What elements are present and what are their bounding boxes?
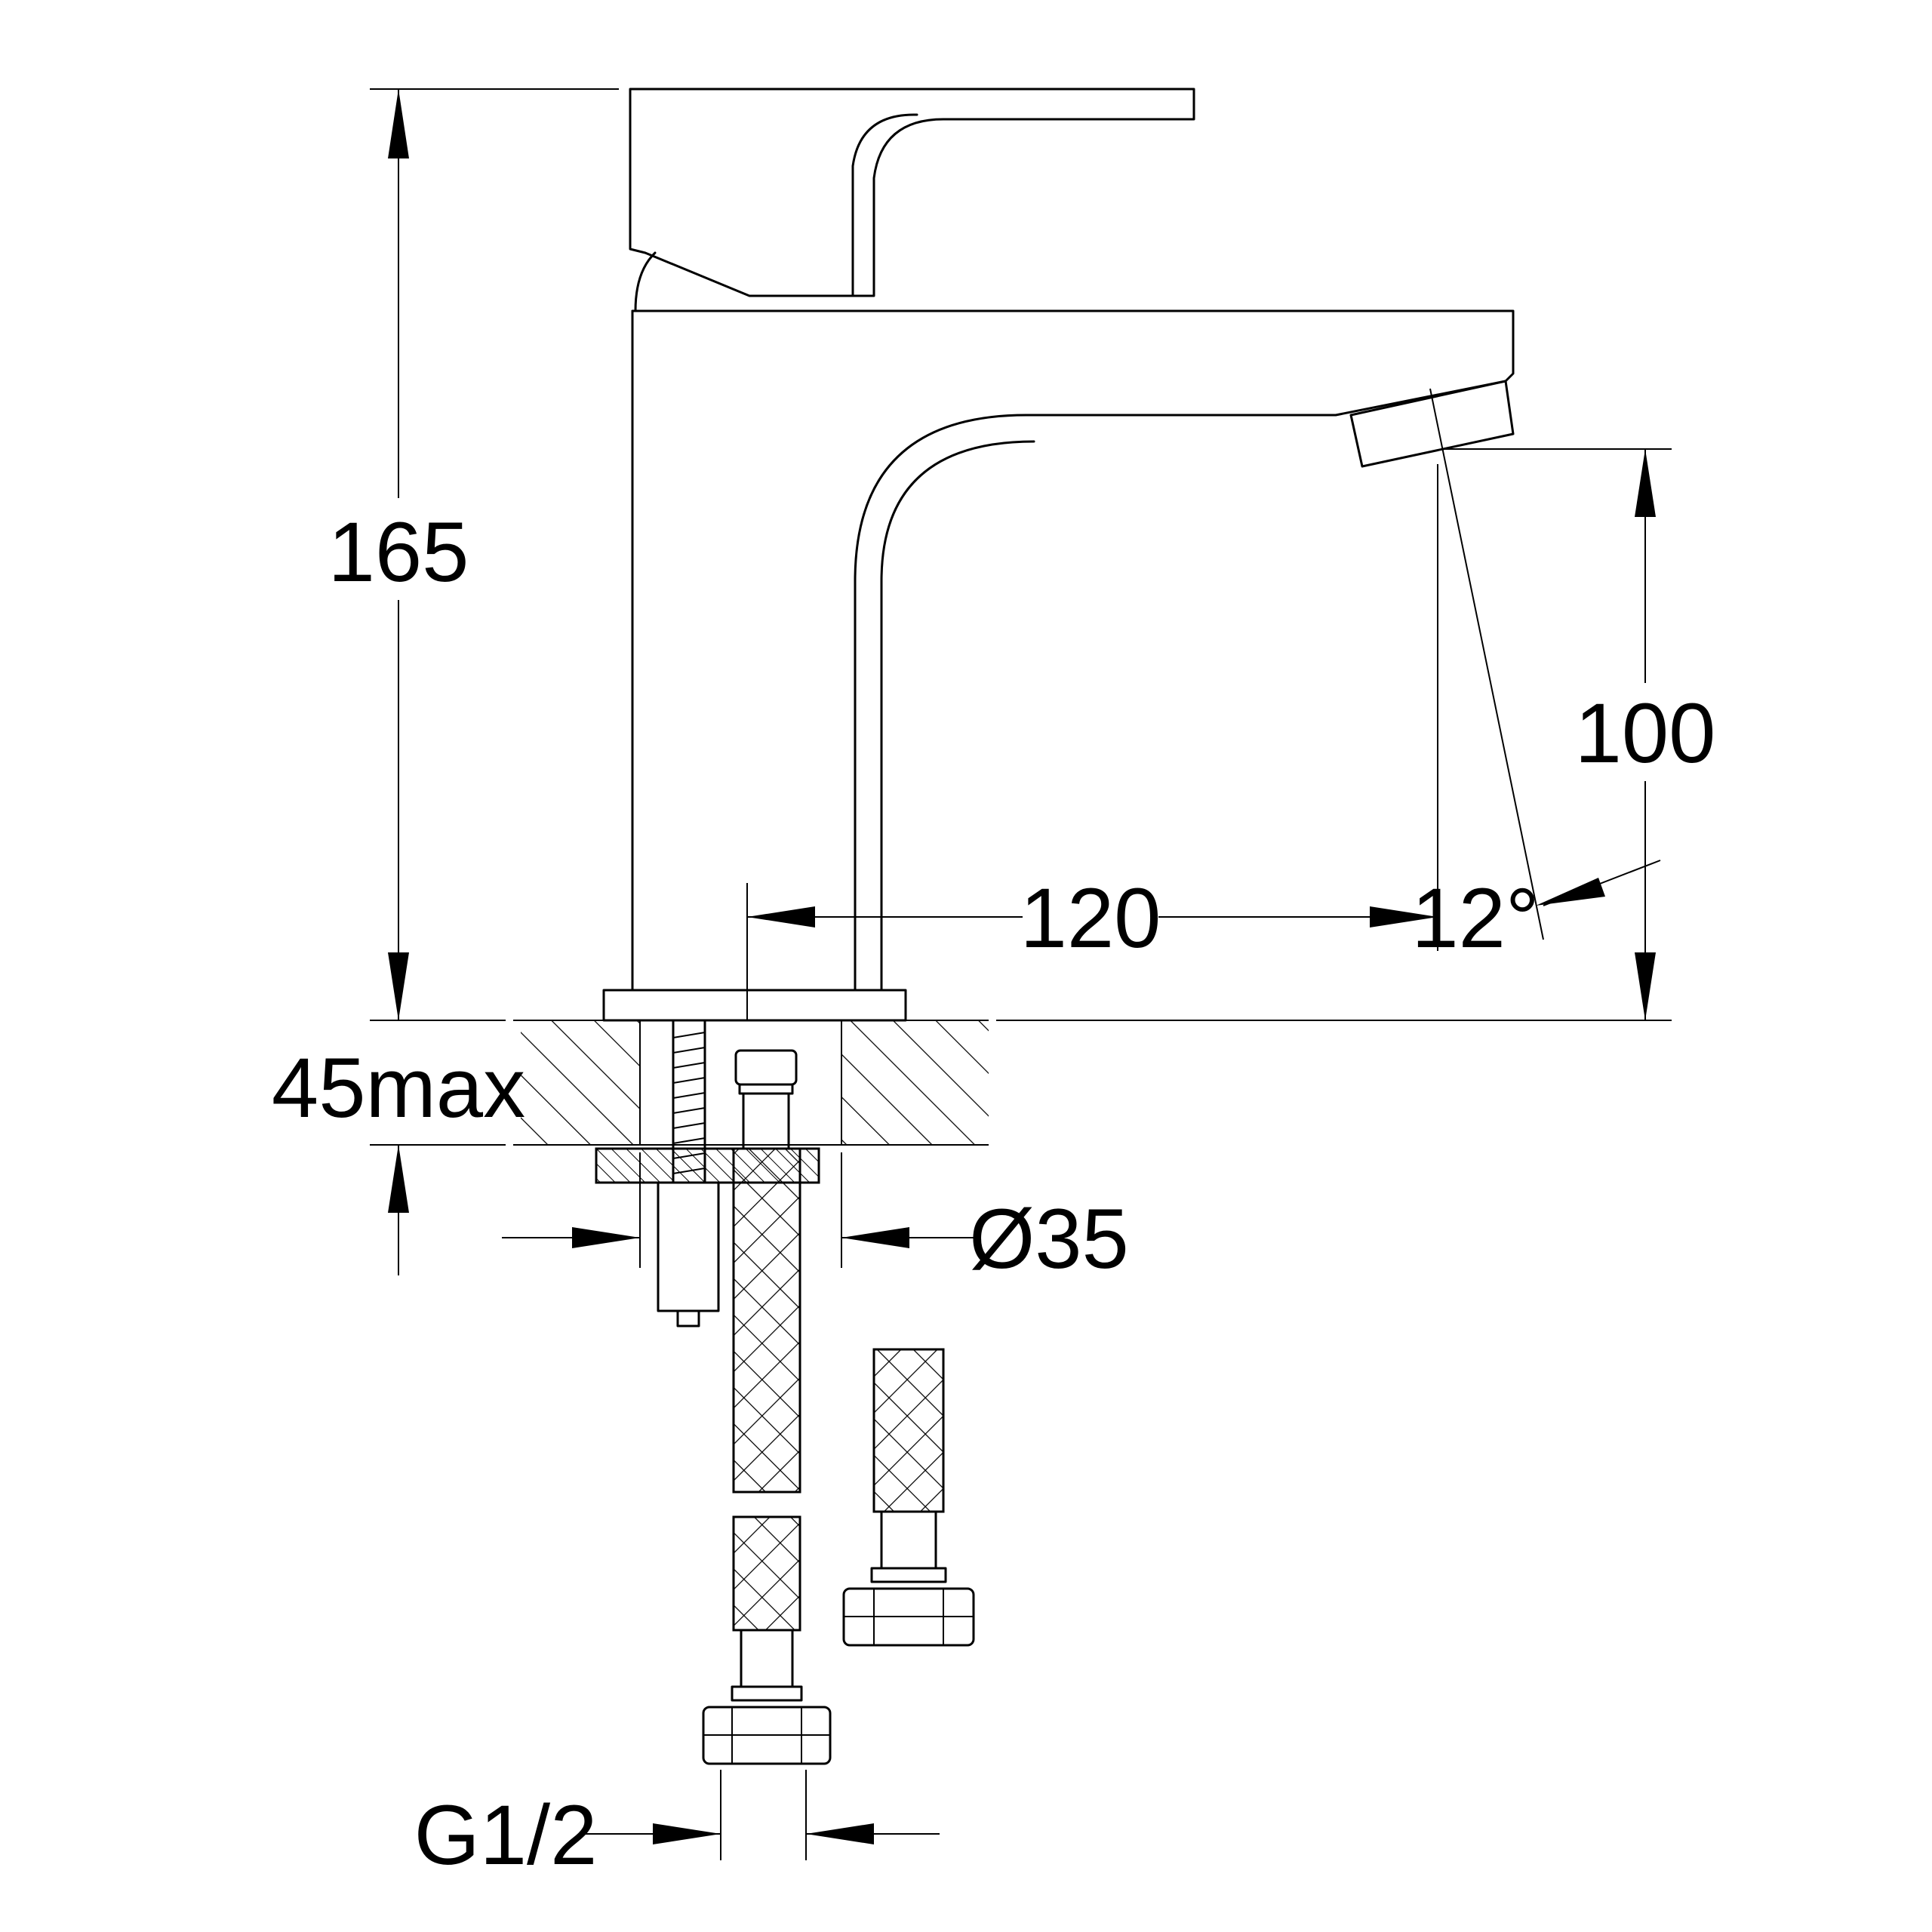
dim-spout-angle: 12°: [1411, 388, 1661, 965]
hose-right: [842, 1348, 975, 1647]
faucet-body: [631, 309, 1515, 992]
aerator: [1349, 380, 1515, 468]
fixing-nut: [657, 1181, 720, 1327]
dim-total-height-label: 165: [328, 505, 469, 599]
hose-left: [702, 1049, 832, 1765]
dim-spout-height: 100: [996, 448, 1716, 1021]
dim-hole-diameter-label: Ø35: [969, 1192, 1129, 1286]
dim-spout-height-label: 100: [1575, 686, 1716, 780]
faucet-handle: [629, 88, 1195, 312]
dim-spout-reach: 120: [746, 464, 1438, 1020]
base-plate: [602, 989, 907, 1022]
dim-deck-thickness: 45max: [272, 1020, 525, 1275]
dim-spout-reach-label: 120: [1020, 871, 1161, 965]
dim-hose-thread-label: G1/2: [414, 1788, 598, 1882]
dim-hole-diameter: Ø35: [502, 1152, 1129, 1286]
dim-deck-thickness-label: 45max: [272, 1041, 525, 1135]
dim-spout-angle-label: 12°: [1411, 871, 1539, 965]
dim-hose-thread: G1/2: [414, 1770, 940, 1882]
dim-total-height: 165: [328, 88, 619, 1020]
deck-section: [513, 1020, 989, 1146]
